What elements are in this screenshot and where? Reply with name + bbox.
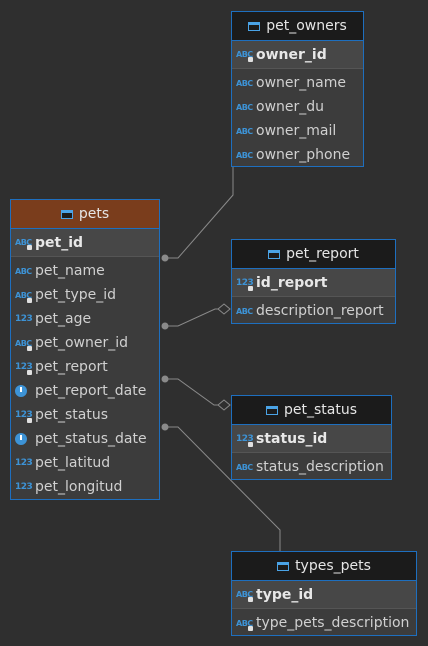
abc-icon: ABC xyxy=(236,126,253,136)
column-name: pet_status_date xyxy=(35,431,147,447)
number-icon: 123 xyxy=(15,482,33,492)
link-dot-pet-status xyxy=(161,375,169,383)
column-name: pet_report_date xyxy=(35,383,147,399)
abc-icon: ABC xyxy=(15,266,32,276)
column-name: pet_age xyxy=(35,311,92,327)
link-pets-pet-status xyxy=(165,378,222,406)
abc-key-icon: ABC xyxy=(15,238,32,250)
column-row[interactable]: pet_report_date xyxy=(11,379,159,403)
abc-icon: ABC xyxy=(236,78,253,88)
link-dot-types-pets xyxy=(161,423,169,431)
abc-key-icon: ABC xyxy=(236,590,253,602)
column-name: type_pets_description xyxy=(256,615,410,631)
column-name: owner_id xyxy=(256,46,327,63)
link-diamond-pet-status xyxy=(217,399,231,411)
table-title: pets xyxy=(78,206,110,222)
column-name: pet_id xyxy=(35,234,84,251)
table-icon xyxy=(60,209,73,219)
column-name: owner_du xyxy=(256,99,325,115)
abc-icon: ABC xyxy=(236,150,253,160)
link-diamond-pet-report xyxy=(217,303,231,315)
table-icon xyxy=(277,561,290,571)
column-row[interactable]: pet_status_date xyxy=(11,427,159,451)
column-name: pet_latitud xyxy=(35,455,111,471)
column-name: owner_name xyxy=(256,75,346,91)
abc-key-icon: ABC xyxy=(236,50,253,62)
table-title: pet_status xyxy=(283,402,357,418)
table-header[interactable]: pet_owners xyxy=(232,12,363,41)
column-name: pet_status xyxy=(35,407,109,423)
column-name: pet_report xyxy=(35,359,108,375)
abc-key-icon: ABC xyxy=(15,338,32,351)
table-icon xyxy=(248,21,261,31)
column-name: description_report xyxy=(256,303,384,319)
table-title: types_pets xyxy=(295,558,371,574)
link-pets-pet-owners xyxy=(165,166,234,259)
abc-key-icon: ABC xyxy=(15,290,32,303)
column-name: pet_longitud xyxy=(35,479,123,495)
link-dot-pet-owners xyxy=(161,254,169,262)
number-key-icon: 123 xyxy=(15,410,33,423)
column-name: id_report xyxy=(256,274,328,291)
column-name: type_id xyxy=(256,586,314,603)
column-name: pet_name xyxy=(35,263,105,279)
primary-key-column[interactable]: ABC type_id xyxy=(232,581,416,609)
column-name: owner_mail xyxy=(256,123,337,139)
table-title: pet_owners xyxy=(266,18,347,34)
column-name: owner_phone xyxy=(256,147,351,163)
table-header[interactable]: pet_status xyxy=(232,396,391,425)
column-name: pet_owner_id xyxy=(35,335,129,351)
table-icon xyxy=(268,249,281,259)
abc-icon: ABC xyxy=(236,306,253,316)
column-name: status_id xyxy=(256,430,328,447)
number-key-icon: 123 xyxy=(236,433,254,447)
primary-key-column[interactable]: 123 status_id xyxy=(232,425,391,453)
link-pets-types-pets xyxy=(165,426,281,551)
column-name: pet_type_id xyxy=(35,287,117,303)
number-icon: 123 xyxy=(15,314,33,324)
clock-icon xyxy=(15,385,27,397)
column-name: status_description xyxy=(256,459,384,475)
number-icon: 123 xyxy=(15,458,33,468)
clock-icon xyxy=(15,433,27,445)
link-dot-pet-report xyxy=(161,322,169,330)
number-key-icon: 123 xyxy=(236,277,254,291)
table-header[interactable]: pet_report xyxy=(232,240,395,269)
primary-key-column[interactable]: ABC pet_id xyxy=(11,229,159,257)
primary-key-column[interactable]: ABC owner_id xyxy=(232,41,363,69)
number-key-icon: 123 xyxy=(15,362,33,375)
table-header[interactable]: types_pets xyxy=(232,552,416,581)
abc-icon: ABC xyxy=(236,102,253,112)
table-title: pet_report xyxy=(286,246,359,262)
primary-key-column[interactable]: 123 id_report xyxy=(232,269,395,297)
table-header[interactable]: pets xyxy=(11,200,159,229)
abc-key-icon: ABC xyxy=(236,618,253,631)
table-icon xyxy=(265,405,278,415)
link-pets-pet-report xyxy=(165,308,224,327)
abc-icon: ABC xyxy=(236,462,253,472)
